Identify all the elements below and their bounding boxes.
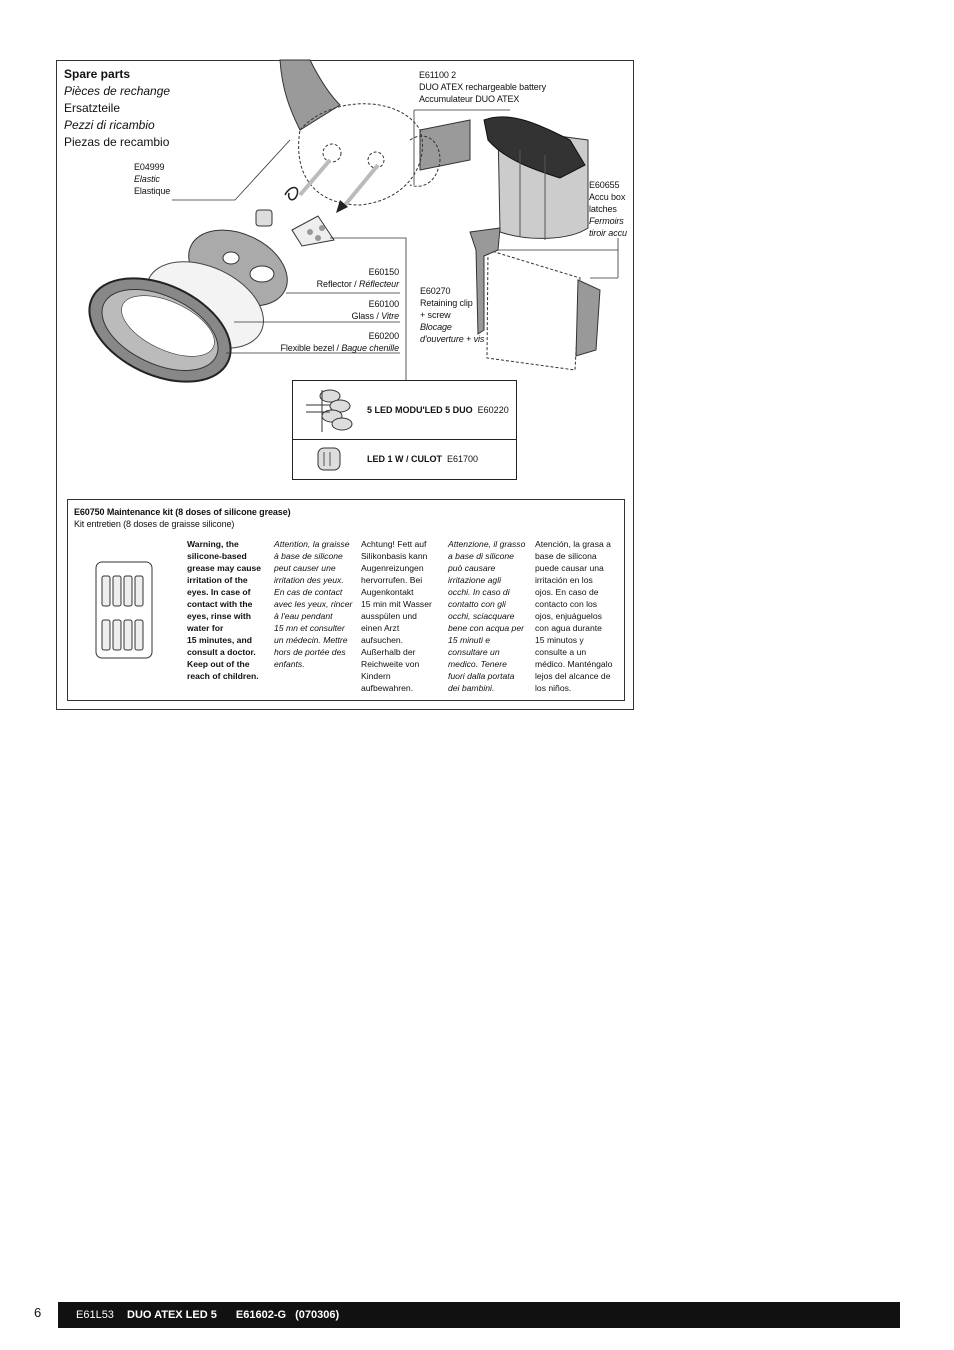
reflector-en: Reflector / — [316, 279, 359, 289]
page-number: 6 — [34, 1305, 42, 1320]
battery-fr: Accumulateur DUO ATEX — [419, 94, 520, 104]
battery-code: E61100 2 — [419, 70, 457, 80]
clip-code: E60270 — [420, 286, 451, 296]
warning-es: Atención, la grasa a base de silicona pu… — [535, 539, 613, 693]
warning-de: Achtung! Fett auf Silikonbasis kann Auge… — [361, 539, 432, 693]
kit-subtitle: Kit entretien (8 doses de graisse silico… — [74, 519, 235, 529]
clip-en1: Retaining clip — [420, 298, 473, 308]
module-1w: LED 1 W / CULOT E61700 — [367, 454, 478, 464]
grease-tubes-icon — [95, 561, 153, 659]
footer-date: (070306) — [295, 1309, 340, 1321]
bezel-fr: Bague chenille — [341, 343, 399, 353]
led-module-box: 5 LED MODU'LED 5 DUO E60220 LED 1 W / CU… — [292, 380, 517, 480]
bezel-label: E60200 Flexible bezel / Bague chenille — [260, 330, 400, 354]
glass-en: Glass / — [351, 311, 382, 321]
title-de: Ersatzteile — [64, 101, 121, 115]
elastic-it: Elastic — [134, 174, 160, 184]
warning-it: Attenzione, il grasso a base di silicone… — [448, 539, 526, 693]
module-5led-code: E60220 — [477, 405, 509, 415]
footer-product: DUO ATEX LED 5 — [127, 1309, 217, 1321]
module-divider — [293, 439, 516, 440]
title-es: Piezas de recambio — [64, 135, 170, 149]
title-en: Spare parts — [64, 67, 131, 81]
glass-label: E60100 Glass / Vitre — [270, 298, 399, 322]
module-1w-name: LED 1 W / CULOT — [367, 454, 442, 464]
footer-doc: E61602-G — [235, 1309, 287, 1321]
reflector-code: E60150 — [368, 267, 400, 277]
clip-label: E60270 Retaining clip + screw Blocage d'… — [420, 285, 484, 345]
module-1w-code: E61700 — [447, 454, 479, 464]
clip-fr2: d'ouverture + vis — [420, 334, 485, 344]
title-fr: Pièces de rechange — [64, 84, 171, 98]
spare-parts-title: Spare parts Pièces de rechange Ersatztei… — [64, 66, 170, 151]
glass-code: E60100 — [368, 299, 400, 309]
battery-en: DUO ATEX rechargeable battery — [419, 82, 546, 92]
one-watt-led-icon — [317, 447, 341, 471]
five-led-module-icon — [306, 389, 353, 432]
bezel-en: Flexible bezel / — [280, 343, 342, 353]
elastic-code: E04999 — [134, 162, 165, 172]
footer-ref: E61L53 — [76, 1309, 114, 1321]
module-5led: 5 LED MODU'LED 5 DUO E60220 — [367, 405, 509, 415]
latches-en1: Accu box — [589, 192, 626, 202]
reflector-label: E60150 Reflector / Réflecteur — [270, 266, 399, 290]
warning-fr: Attention, la graisse à base de silicone… — [274, 539, 353, 669]
glass-fr: Vitre — [381, 311, 399, 321]
bezel-code: E60200 — [368, 331, 400, 341]
battery-label: E61100 2 DUO ATEX rechargeable battery A… — [419, 69, 546, 105]
kit-title: E60750 Maintenance kit (8 doses of silic… — [74, 507, 291, 517]
elastic-label: E04999 Elastic Elastique — [134, 161, 170, 197]
clip-fr1: Blocage — [420, 322, 452, 332]
elastic-fr: Elastique — [134, 186, 171, 196]
latches-en2: latches — [589, 204, 617, 214]
clip-en2: + screw — [420, 310, 451, 320]
spare-parts-frame — [56, 60, 634, 710]
footer-bar: E61L53 DUO ATEX LED 5 E61602-G (070306) — [58, 1302, 900, 1328]
latches-label: E60655 Accu box latches Fermoirs tiroir … — [589, 179, 627, 239]
latches-code: E60655 — [589, 180, 620, 190]
warning-en: Warning, the silicone-based grease may c… — [187, 539, 262, 681]
maintenance-kit-box — [67, 499, 625, 701]
title-it: Pezzi di ricambio — [64, 118, 155, 132]
latches-fr2: tiroir accu — [589, 228, 627, 238]
module-5led-name: 5 LED MODU'LED 5 DUO — [367, 405, 473, 415]
reflector-fr: Réflecteur — [358, 279, 399, 289]
latches-fr1: Fermoirs — [589, 216, 624, 226]
